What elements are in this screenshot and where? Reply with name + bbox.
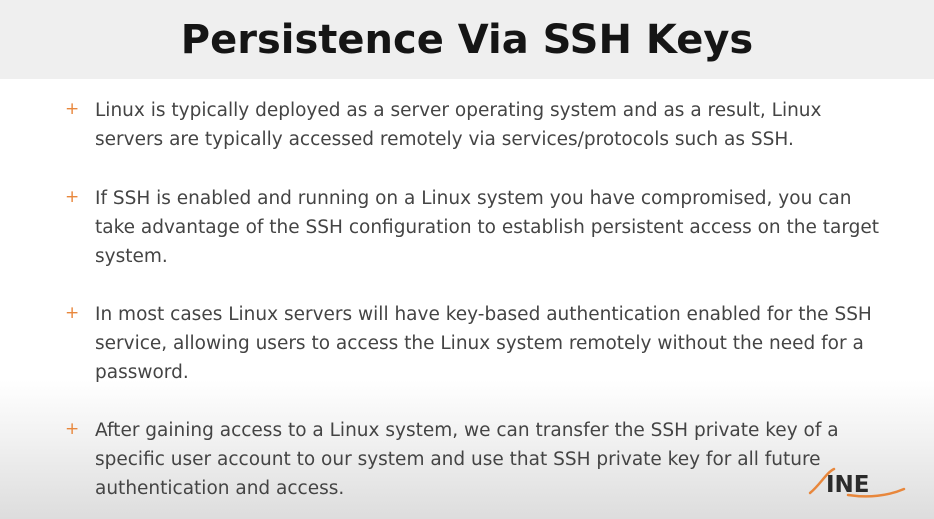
logo-text: INE (826, 472, 870, 498)
logo-underline (846, 487, 906, 498)
plus-icon: + (65, 419, 80, 439)
plus-icon: + (65, 187, 80, 207)
bullet-text: After gaining access to a Linux system, … (95, 420, 839, 499)
plus-icon: + (65, 99, 80, 119)
bullet-text: If SSH is enabled and running on a Linux… (95, 188, 880, 267)
logo-swoosh (808, 467, 836, 495)
ine-logo-icon: INE (808, 467, 906, 498)
plus-icon: + (65, 303, 80, 323)
bullet-text: In most cases Linux servers will have ke… (95, 304, 872, 383)
title-bar: Persistence Via SSH Keys (0, 0, 934, 79)
slide-title: Persistence Via SSH Keys (180, 16, 754, 63)
bullet-text: Linux is typically deployed as a server … (95, 100, 822, 150)
